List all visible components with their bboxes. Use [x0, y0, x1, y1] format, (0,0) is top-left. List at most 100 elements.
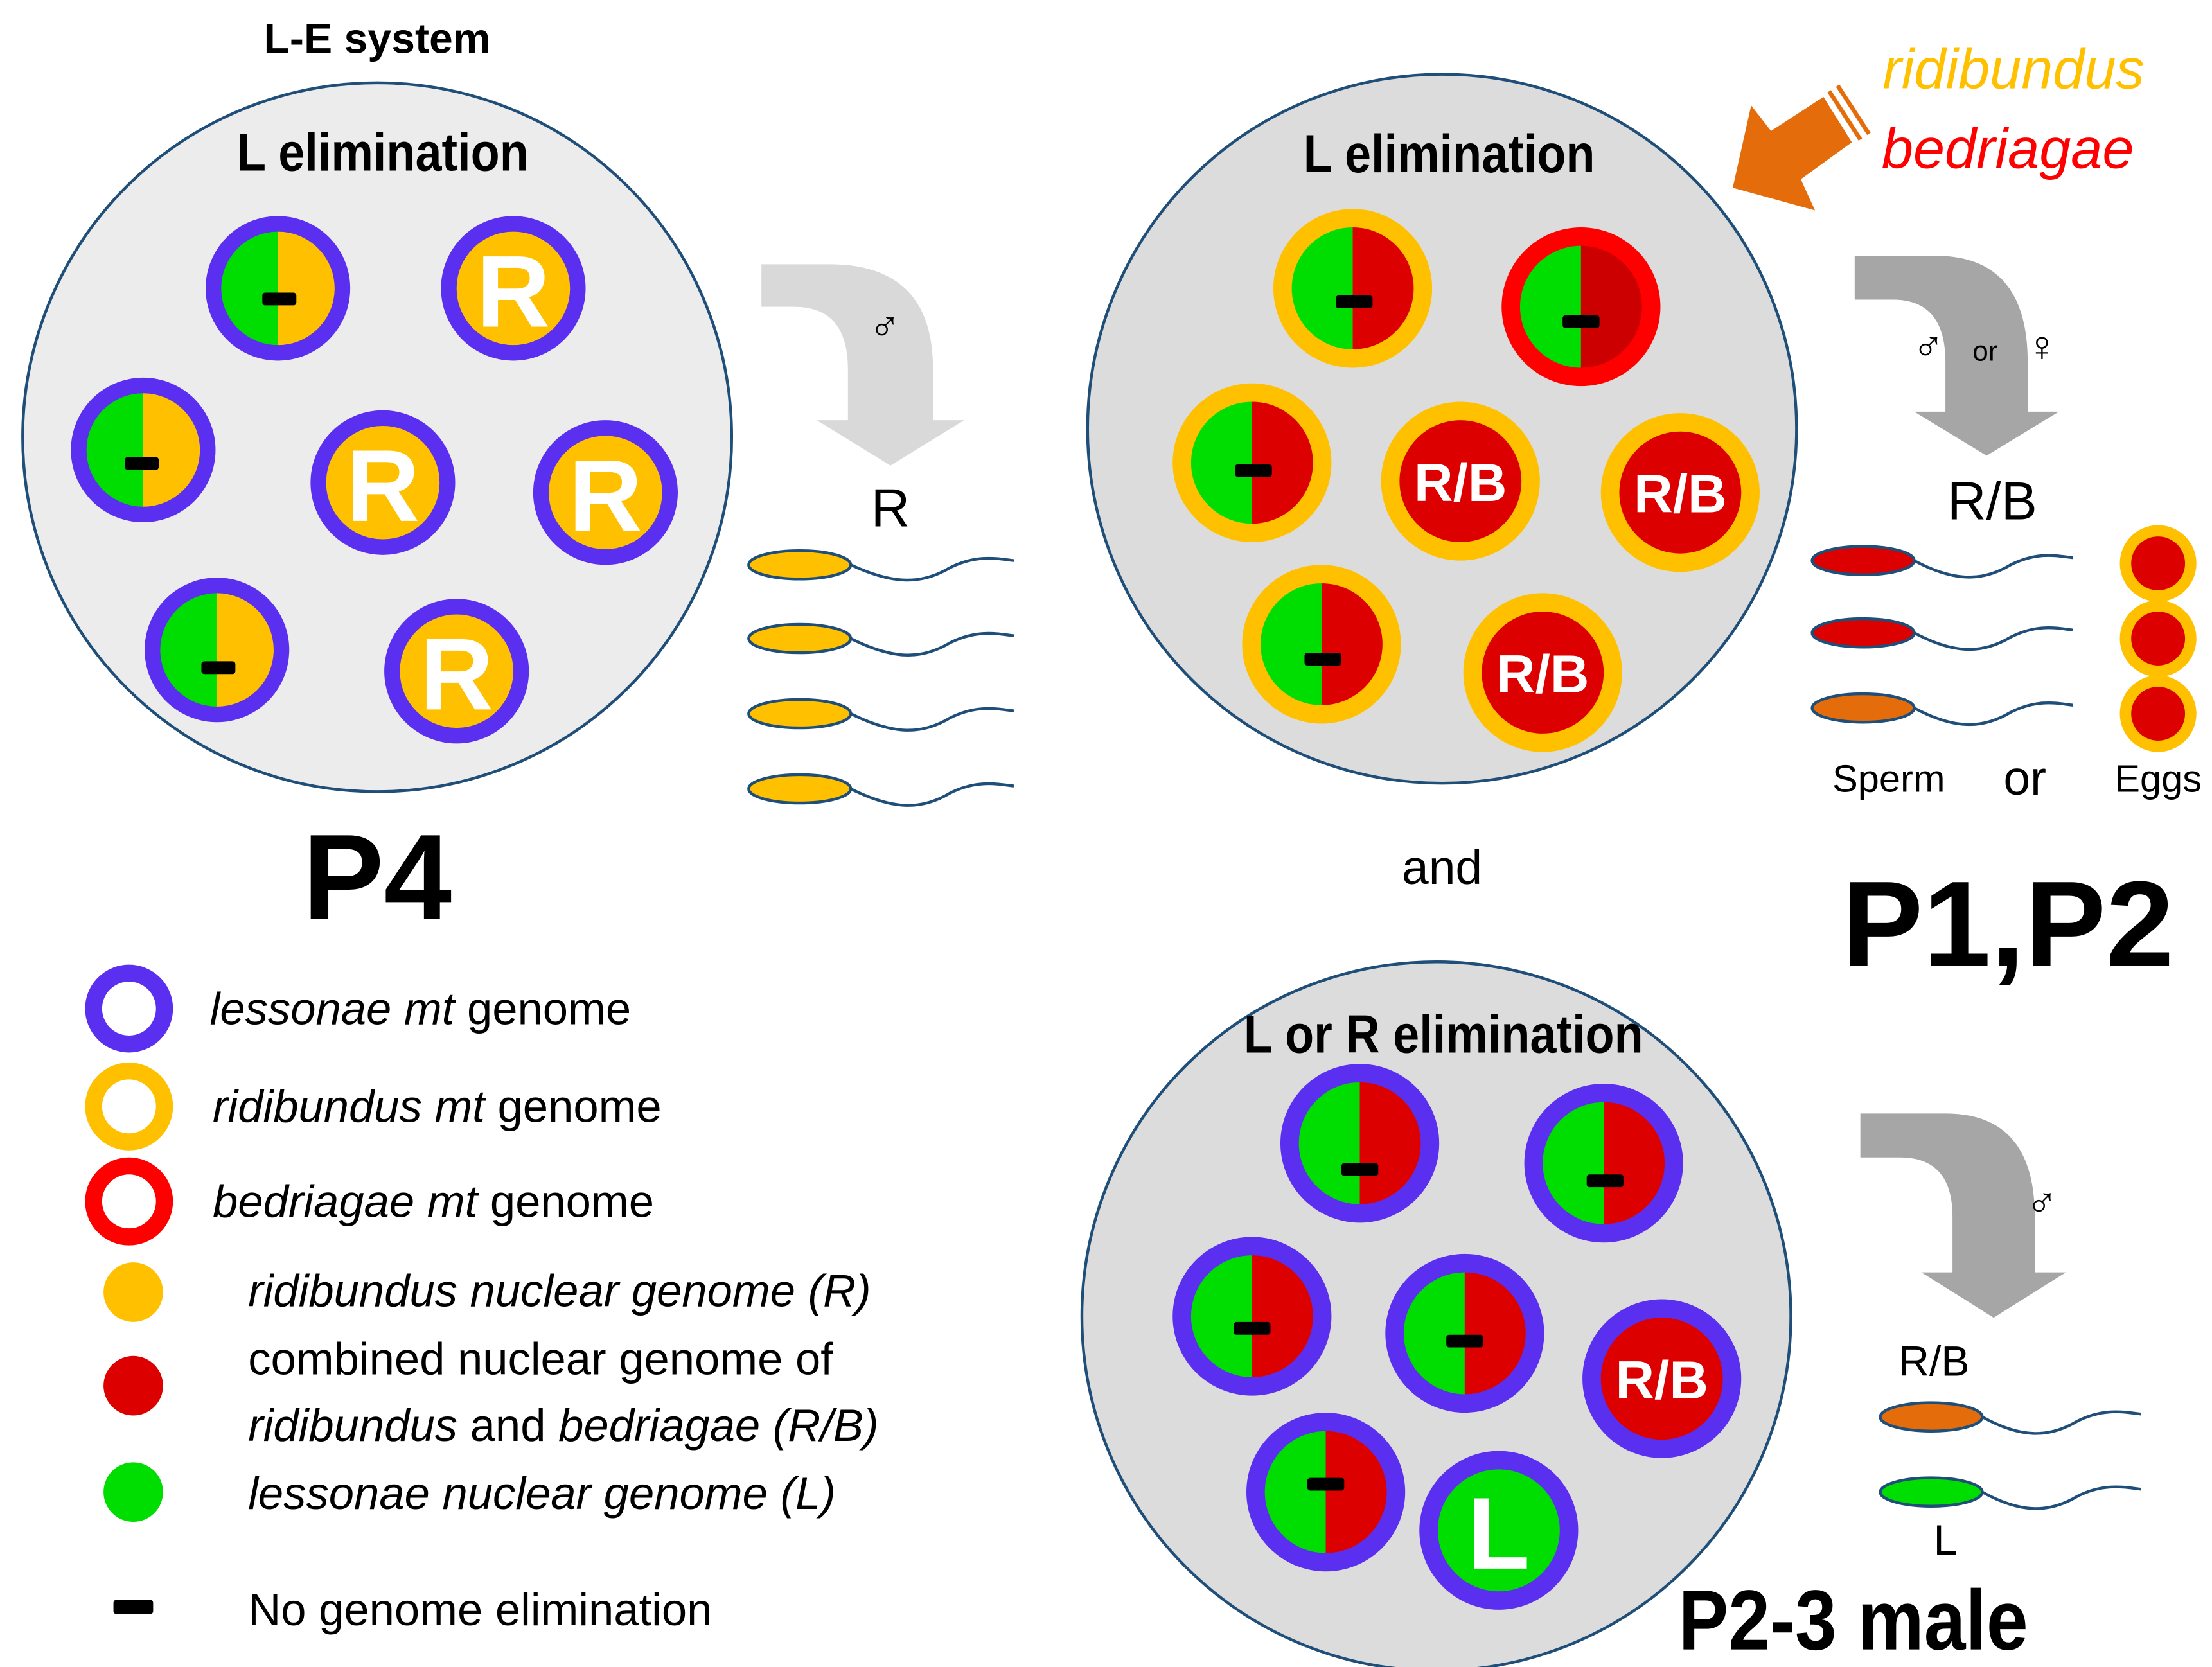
pool-p23-title: L or R elimination	[1244, 1003, 1643, 1064]
p4-hybrid-cell-1	[206, 216, 351, 361]
no-elimination-dash	[1235, 464, 1272, 477]
p23-hybrid-cell-3	[1172, 1237, 1332, 1396]
population-p23: P2-3 male	[1679, 1573, 2028, 1667]
p1p2-cells: R/B R/B R/B	[1172, 209, 1760, 752]
legend: lessonae mt genome ridibundus mt genome …	[85, 964, 879, 1635]
svg-text:lessonae nuclear genome (L): lessonae nuclear genome (L)	[248, 1468, 836, 1519]
legend-swatch-ridibundus-mt	[85, 1062, 173, 1151]
p23-sperm-group	[1879, 1401, 2141, 1510]
svg-text:ridibundus and bedriagae (R/B): ridibundus and bedriagae (R/B)	[248, 1400, 878, 1451]
p1p2-rb-cell-2: R/B	[1600, 413, 1760, 572]
svg-text:R/B: R/B	[1615, 1350, 1708, 1410]
introgression-arrow	[1733, 84, 1871, 211]
pool-p1p2: L elimination	[1086, 73, 1798, 785]
p1p2-eggs-group	[2119, 525, 2197, 752]
egg	[2119, 675, 2197, 752]
p1p2-female-symbol: ♀	[2026, 322, 2058, 370]
svg-text:R: R	[346, 428, 420, 543]
p4-hybrid-cell-2	[71, 377, 216, 523]
p1p2-sex-or: or	[1972, 335, 1997, 367]
svg-text:R/B: R/B	[1496, 644, 1589, 704]
legend-swatch-lessonae-nuclear	[103, 1462, 163, 1522]
svg-text:lessonae mt genome: lessonae mt genome	[210, 983, 632, 1034]
no-elimination-dash	[1336, 295, 1373, 308]
no-elimination-dash	[1234, 1321, 1271, 1335]
no-elimination-dash	[125, 457, 159, 470]
p4-r-cell-2: R	[310, 410, 456, 555]
p1p2-rb-cell-3: R/B	[1463, 593, 1622, 752]
legend-swatch-combined-nuclear	[103, 1355, 163, 1416]
pool-p23: L or R elimination	[1080, 960, 1792, 1667]
sperm-or-eggs-label: or	[2003, 751, 2046, 805]
no-elimination-dash	[262, 292, 297, 306]
p1p2-hybrid-cell-2	[1172, 383, 1332, 542]
legend-item-no-elimination: No genome elimination	[113, 1584, 712, 1635]
p4-r-cell-4: R	[384, 599, 529, 744]
sperm	[747, 549, 1014, 582]
p23-gamete-arrow: ♂	[1860, 1113, 2066, 1318]
p1p2-gamete-arrow: ♂ or ♀	[1854, 256, 2059, 456]
eggs-label: Eggs	[2114, 757, 2202, 800]
svg-text:ridibundus mt genome: ridibundus mt genome	[213, 1081, 662, 1132]
sperm	[747, 773, 1014, 807]
population-p4: P4	[303, 809, 452, 946]
sperm	[1879, 1476, 2141, 1510]
svg-text:R/B: R/B	[1414, 452, 1507, 513]
legend-swatch-bedriagae-mt	[85, 1157, 173, 1246]
species-ridibundus: ridibundus	[1882, 37, 2144, 101]
legend-item-ridibundus-nuclear: ridibundus nuclear genome (R)	[103, 1262, 871, 1322]
svg-text:bedriagae mt genome: bedriagae mt genome	[213, 1176, 654, 1227]
p23-hybrid-cell-5	[1246, 1413, 1406, 1572]
legend-item-lessonae-mt: lessonae mt genome	[85, 964, 632, 1053]
svg-text:No genome elimination: No genome elimination	[248, 1584, 712, 1635]
svg-text:R/B: R/B	[1634, 464, 1726, 524]
egg	[2119, 525, 2197, 602]
p23-rb-cell: R/B	[1582, 1299, 1742, 1458]
no-elimination-dash	[1446, 1334, 1483, 1348]
no-elimination-dash	[1562, 315, 1600, 328]
p23-hybrid-cell-2	[1524, 1084, 1683, 1243]
p4-hybrid-cell-3	[145, 578, 290, 723]
p23-male-symbol: ♂	[2026, 1179, 2058, 1227]
legend-swatch-lessonae-mt	[85, 964, 173, 1053]
no-elimination-dash	[1307, 1477, 1345, 1491]
p1p2-hybrid-cell-1	[1273, 209, 1433, 368]
p4-male-symbol: ♂	[869, 303, 901, 351]
svg-text:R: R	[569, 438, 642, 552]
p23-l-cell: L	[1419, 1451, 1579, 1610]
sperm	[747, 622, 1014, 657]
p1p2-male-symbol: ♂	[1913, 322, 1945, 370]
connector-and: and	[1402, 840, 1482, 894]
p4-cells: R R R R	[71, 216, 678, 744]
population-p1p2: P1,P2	[1842, 856, 2174, 992]
p1p2-hybrid-cell-3	[1242, 565, 1401, 724]
species-bedriagae: bedriagae	[1882, 116, 2134, 180]
p23-gamete-label-rb: R/B	[1898, 1338, 1969, 1386]
svg-text:R: R	[477, 234, 551, 348]
svg-text:combined nuclear genome of: combined nuclear genome of	[248, 1333, 833, 1384]
p4-sperm-group	[747, 549, 1014, 807]
p4-r-cell-3: R	[533, 420, 678, 565]
sperm	[1810, 617, 2073, 651]
sperm-label: Sperm	[1832, 757, 1945, 800]
sperm	[747, 698, 1014, 732]
no-elimination-dash	[1341, 1163, 1379, 1176]
p23-hybrid-cell-4	[1385, 1253, 1544, 1413]
p1p2-hybrid-cell-bedriagae	[1501, 227, 1661, 387]
p1p2-rb-cell-1: R/B	[1381, 401, 1540, 561]
legend-item-combined-nuclear: combined nuclear genome of ridibundus an…	[103, 1333, 879, 1451]
p4-gamete-label: R	[871, 478, 910, 538]
no-elimination-dash	[1304, 653, 1341, 666]
legend-item-bedriagae-mt: bedriagae mt genome	[85, 1157, 654, 1246]
pool-p4: L elimination	[21, 81, 734, 793]
p4-r-cell-1: R	[441, 216, 586, 361]
svg-text:ridibundus nuclear genome (R): ridibundus nuclear genome (R)	[248, 1266, 871, 1316]
no-elimination-dash	[1586, 1174, 1624, 1188]
egg	[2119, 600, 2197, 677]
p1p2-sperm-group	[1810, 545, 2073, 727]
p4-gamete-arrow: ♂	[761, 264, 964, 466]
system-label: L-E system	[263, 15, 490, 63]
sperm	[1879, 1401, 2141, 1435]
svg-text:R: R	[420, 617, 493, 731]
sperm	[1810, 545, 2073, 579]
